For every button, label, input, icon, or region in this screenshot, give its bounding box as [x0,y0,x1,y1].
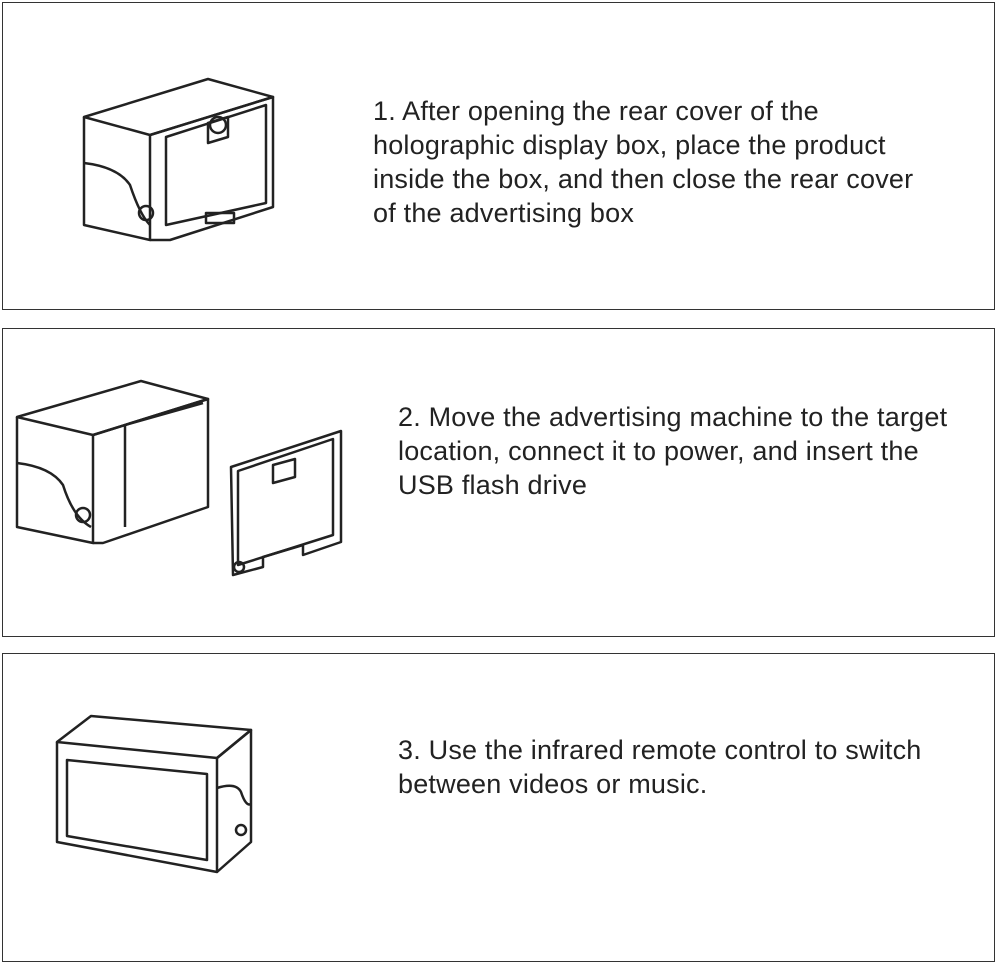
step-3-panel: 3. Use the infrared remote control to sw… [2,653,995,962]
step-2-panel: 2. Move the advertising machine to the t… [2,328,995,637]
step-1-panel: 1. After opening the rear cover of the h… [2,2,995,310]
step-2-text: 2. Move the advertising machine to the t… [398,402,948,500]
display-box-open-cover-icon [15,379,343,577]
display-box-with-rear-cover-icon [82,77,275,242]
display-box-front-icon [55,714,253,874]
step-1-text: 1. After opening the rear cover of the h… [373,96,914,228]
step-3-text: 3. Use the infrared remote control to sw… [398,735,922,799]
